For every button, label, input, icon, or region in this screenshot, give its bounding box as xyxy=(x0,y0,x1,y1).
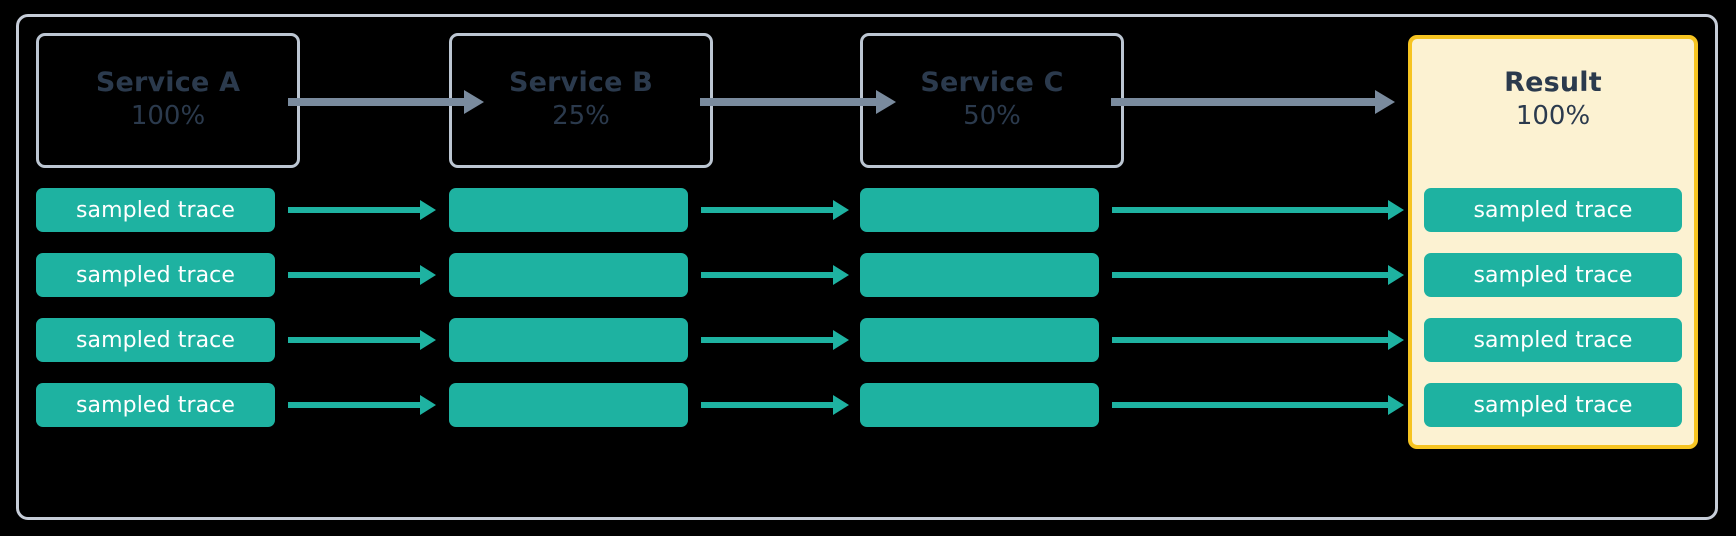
trace-label-r2: sampled trace xyxy=(1473,262,1633,288)
service-a-name: Service A xyxy=(95,67,241,99)
result-highlight-panel xyxy=(1408,35,1698,449)
trace-bar-b1 xyxy=(449,188,688,232)
trace-arrow-b4-to-c4 xyxy=(701,392,849,418)
trace-arrow-b3-to-c3 xyxy=(701,327,849,353)
service-c-name: Service C xyxy=(920,67,1064,99)
trace-bar-r4: sampled trace xyxy=(1424,383,1682,427)
service-arrow-b-to-c xyxy=(700,89,896,115)
trace-label-a3: sampled trace xyxy=(75,327,236,353)
trace-label-r3: sampled trace xyxy=(1473,327,1633,353)
trace-arrow-a3-to-b3 xyxy=(288,327,436,353)
trace-bar-c1 xyxy=(860,188,1099,232)
trace-arrow-c2-to-r2 xyxy=(1112,262,1404,288)
trace-bar-b4 xyxy=(449,383,688,427)
service-box-b: Service B 25% xyxy=(449,33,713,168)
trace-label-a2: sampled trace xyxy=(75,262,236,288)
trace-bar-c3 xyxy=(860,318,1099,362)
service-c-percent: 50% xyxy=(963,101,1021,132)
trace-bar-r1: sampled trace xyxy=(1424,188,1682,232)
service-box-c: Service C 50% xyxy=(860,33,1124,168)
trace-bar-a2: sampled trace xyxy=(36,253,275,297)
trace-arrow-a2-to-b2 xyxy=(288,262,436,288)
trace-label-r4: sampled trace xyxy=(1473,392,1633,418)
trace-bar-c2 xyxy=(860,253,1099,297)
trace-bar-a1: sampled trace xyxy=(36,188,275,232)
service-a-percent: 100% xyxy=(130,101,206,132)
trace-arrow-b2-to-c2 xyxy=(701,262,849,288)
trace-bar-r3: sampled trace xyxy=(1424,318,1682,362)
trace-arrow-c4-to-r4 xyxy=(1112,392,1404,418)
trace-bar-c4 xyxy=(860,383,1099,427)
trace-arrow-b1-to-c1 xyxy=(701,197,849,223)
trace-bar-b3 xyxy=(449,318,688,362)
trace-bar-a3: sampled trace xyxy=(36,318,275,362)
trace-bar-b2 xyxy=(449,253,688,297)
trace-bar-a4: sampled trace xyxy=(36,383,275,427)
trace-arrow-c1-to-r1 xyxy=(1112,197,1404,223)
trace-arrow-a4-to-b4 xyxy=(288,392,436,418)
service-b-name: Service B xyxy=(508,67,654,99)
service-b-percent: 25% xyxy=(552,101,610,132)
service-arrow-a-to-b xyxy=(288,89,484,115)
trace-bar-r2: sampled trace xyxy=(1424,253,1682,297)
trace-arrow-a1-to-b1 xyxy=(288,197,436,223)
service-arrow-c-to-result xyxy=(1111,89,1395,115)
trace-label-a4: sampled trace xyxy=(75,392,236,418)
trace-arrow-c3-to-r3 xyxy=(1112,327,1404,353)
service-box-a: Service A 100% xyxy=(36,33,300,168)
diagram-outer-frame xyxy=(16,14,1718,520)
trace-label-a1: sampled trace xyxy=(75,197,236,223)
trace-label-r1: sampled trace xyxy=(1473,197,1633,223)
